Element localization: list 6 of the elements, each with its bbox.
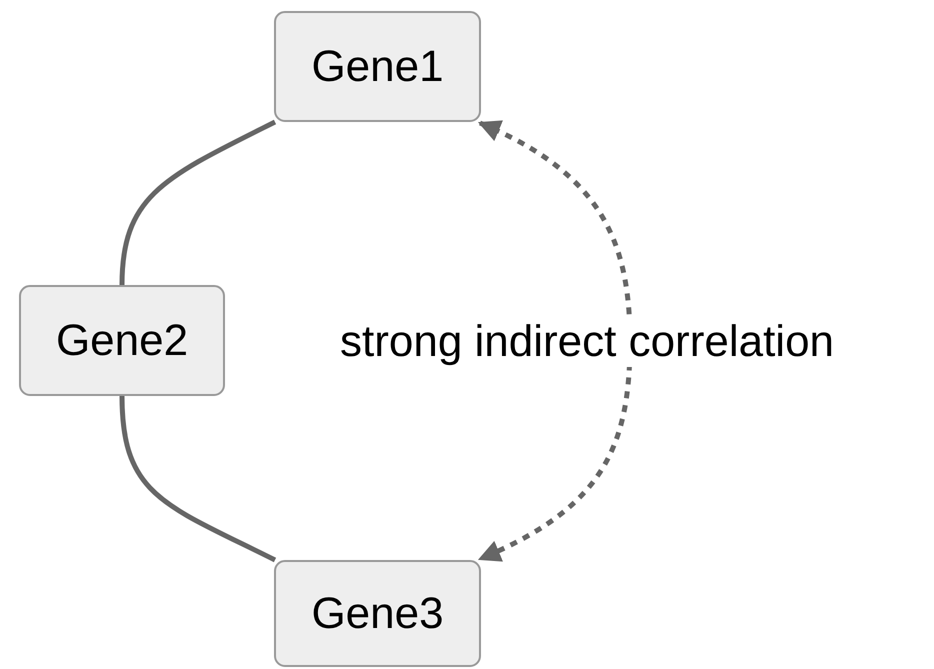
connector-line (120, 396, 276, 562)
dashed-connector (478, 120, 632, 562)
gene-box: Gene1 (274, 11, 481, 122)
gene-box: Gene3 (274, 560, 481, 667)
connector-line (120, 120, 276, 286)
gene-box: Gene2 (19, 285, 225, 396)
